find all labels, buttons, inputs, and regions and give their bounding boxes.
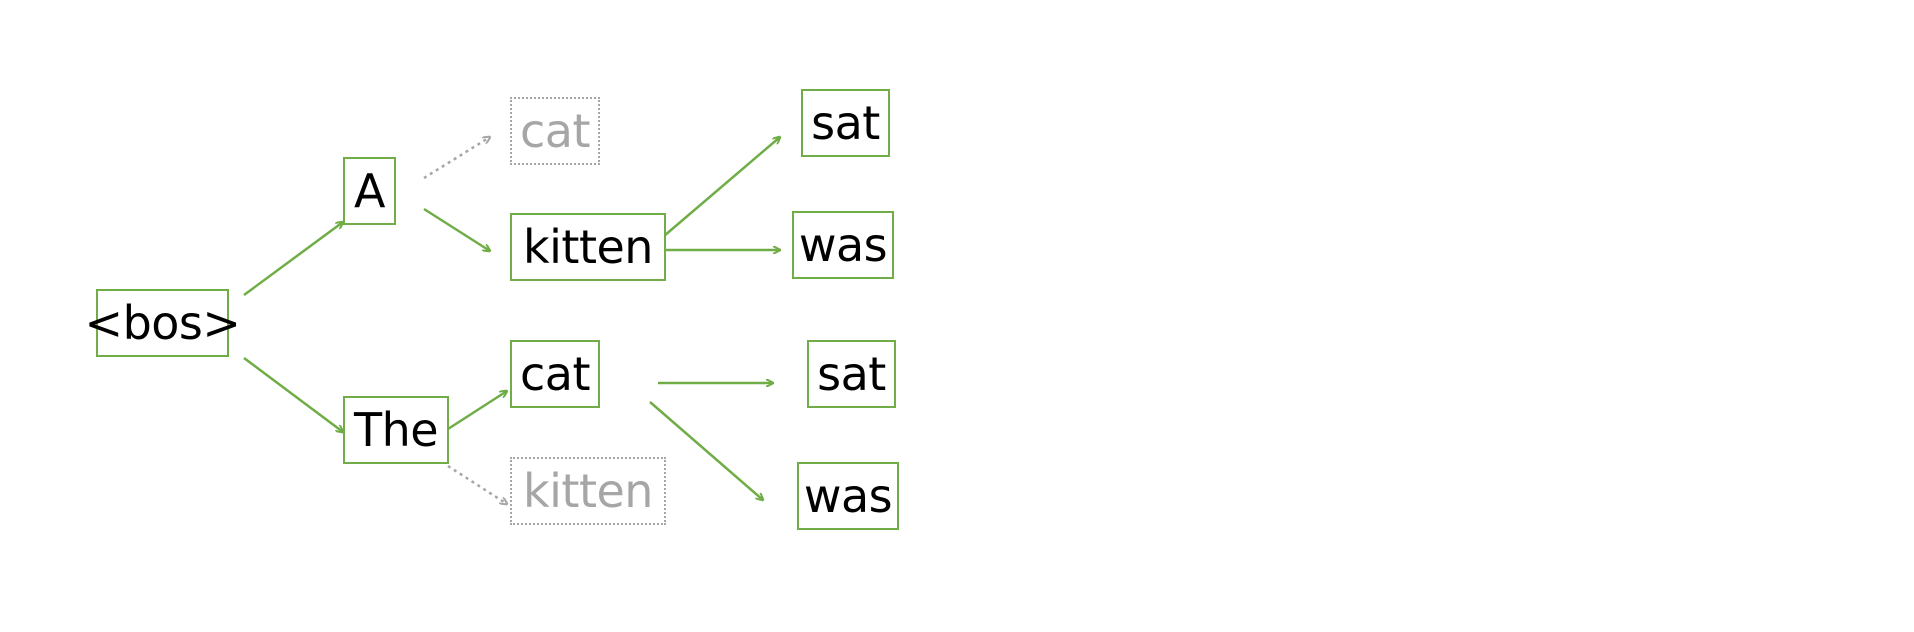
edge-the-cat — [447, 391, 507, 431]
node-a: A — [343, 157, 396, 225]
edge-a-cat-pruned — [423, 137, 490, 180]
node-cat-was: was — [797, 462, 899, 530]
node-kitten-sat: sat — [801, 89, 890, 157]
node-the: The — [343, 396, 449, 464]
edge-a-kitten — [423, 207, 490, 251]
edge-cat-was — [649, 401, 763, 500]
node-bos: <bos> — [85, 289, 241, 357]
edge-kitten-sat — [663, 137, 780, 237]
edge-the-kitten-pruned — [447, 464, 507, 504]
edge-bos-a — [243, 222, 343, 297]
node-the-cat: cat — [510, 340, 600, 408]
node-cat-sat: sat — [807, 340, 896, 408]
node-a-cat-pruned: cat — [510, 97, 600, 165]
node-the-kitten-pruned: kitten — [510, 457, 666, 525]
edge-bos-the — [243, 356, 343, 432]
node-kitten-was: was — [792, 211, 894, 279]
node-a-kitten: kitten — [510, 213, 666, 281]
